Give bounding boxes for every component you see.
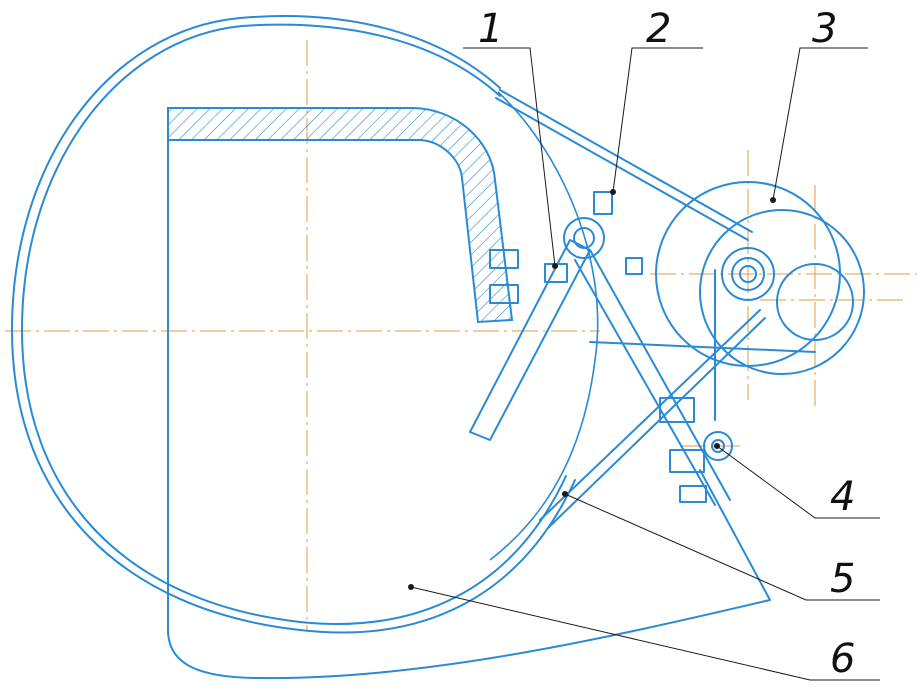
label-4: 4 xyxy=(830,474,855,520)
housing-section xyxy=(167,107,771,680)
wheel-assembly xyxy=(655,181,865,461)
label-1: 1 xyxy=(478,6,503,52)
linkage-rods xyxy=(539,249,816,529)
label-3: 3 xyxy=(812,6,837,52)
belt-drive xyxy=(495,89,753,241)
label-5: 5 xyxy=(830,556,855,602)
label-6: 6 xyxy=(830,636,855,682)
leader-lines xyxy=(408,47,880,681)
large-drum xyxy=(11,15,599,634)
label-2: 2 xyxy=(646,6,671,52)
